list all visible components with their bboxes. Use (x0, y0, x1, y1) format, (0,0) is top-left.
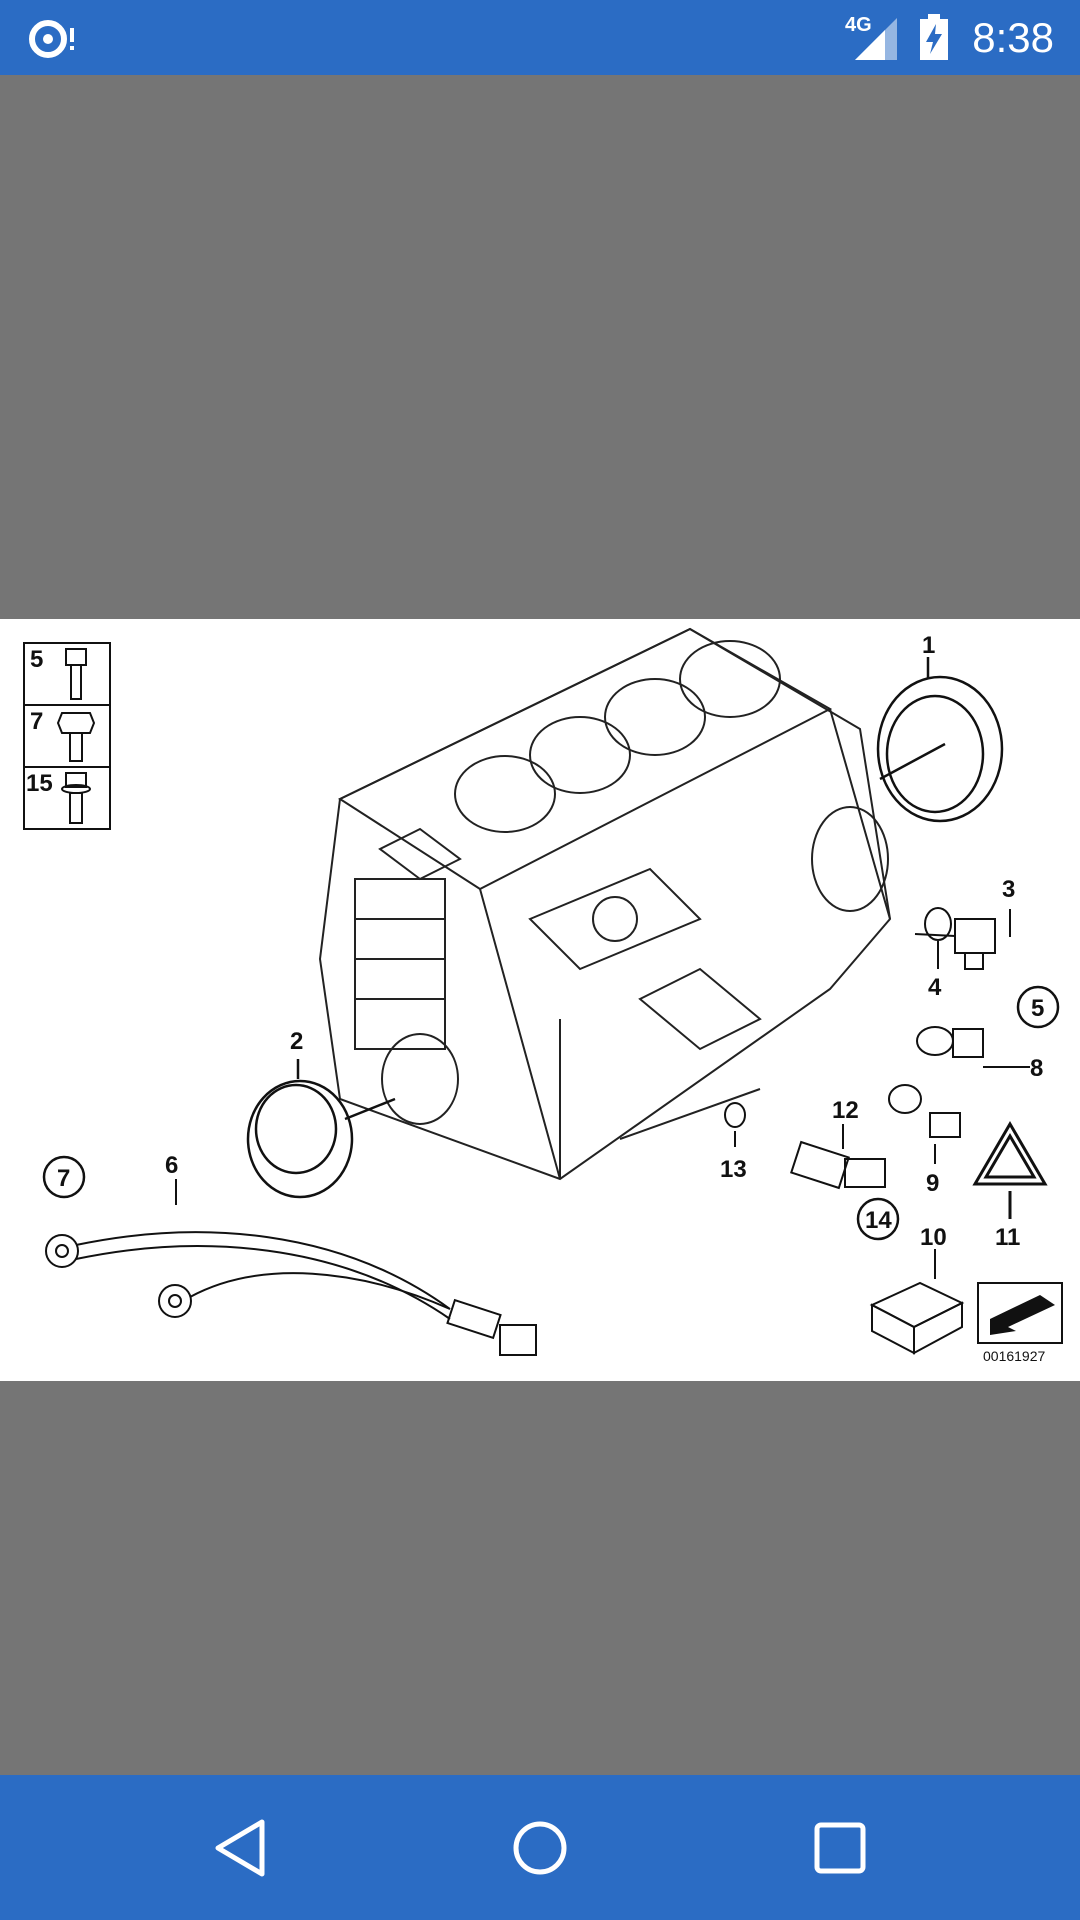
back-button[interactable] (160, 1775, 320, 1920)
knock-sensor-harness (45, 1179, 537, 1356)
diagram-code: 00161927 (983, 1348, 1046, 1364)
callout-5: 5 (1031, 995, 1044, 1022)
temperature-sensor (888, 1084, 961, 1164)
network-type-label: 4G (845, 14, 872, 36)
navigation-bar (0, 1775, 1080, 1920)
status-bar: 4G 8:38 (0, 0, 1080, 75)
reference-arrow-icon (977, 1282, 1063, 1344)
sealing-ring-13 (724, 1102, 746, 1147)
oil-pressure-switch (916, 1026, 1030, 1068)
signal-icon (855, 18, 897, 60)
recents-icon (814, 1822, 866, 1873)
callout-14: 14 (865, 1207, 892, 1234)
crankshaft-sensor (914, 909, 1011, 970)
hex-bolt-icon (56, 712, 96, 762)
callout-2: 2 (290, 1028, 303, 1055)
rear-crankshaft-seal (876, 657, 1004, 823)
warning-label (972, 1121, 1048, 1219)
callout-7: 7 (57, 1165, 70, 1192)
callout-9: 9 (926, 1170, 939, 1197)
image-viewer[interactable]: 5 7 15 (0, 75, 1080, 1775)
callout-4: 4 (928, 974, 942, 1001)
callout-8: 8 (1030, 1055, 1043, 1082)
callout-12: 12 (832, 1097, 859, 1124)
home-button[interactable] (460, 1775, 620, 1920)
parts-diagram-canvas: 5 7 15 (23, 627, 1063, 1364)
callout-1: 1 (922, 632, 935, 659)
back-icon (215, 1819, 265, 1876)
sync-alert-icon (29, 20, 74, 58)
front-crankshaft-seal (246, 1059, 396, 1199)
legend-number-15: 15 (26, 770, 53, 797)
sealing-ring-4 (924, 907, 952, 969)
callout-13: 13 (720, 1156, 747, 1183)
solenoid-valve (790, 1124, 886, 1190)
clock: 8:38 (972, 14, 1054, 61)
callout-11: 11 (995, 1224, 1020, 1251)
socket-head-bolt-icon (65, 648, 87, 700)
callout-10: 10 (920, 1224, 947, 1251)
parts-box (869, 1249, 965, 1355)
flange-bolt-icon (61, 772, 91, 824)
home-icon (513, 1821, 567, 1874)
legend-number-7: 7 (30, 708, 43, 735)
parts-legend (23, 642, 111, 830)
callout-7-circle (42, 1155, 86, 1199)
callout-5-circle (1016, 985, 1060, 1029)
callout-6: 6 (165, 1152, 178, 1179)
recents-button[interactable] (760, 1775, 920, 1920)
callout-14-circle (856, 1197, 900, 1241)
battery-charging-icon (920, 14, 948, 60)
legend-number-5: 5 (30, 646, 43, 673)
callout-3: 3 (1002, 876, 1015, 903)
engine-block-drawing (318, 627, 892, 1181)
engine-block-parts-diagram[interactable]: 5 7 15 (0, 619, 1080, 1381)
